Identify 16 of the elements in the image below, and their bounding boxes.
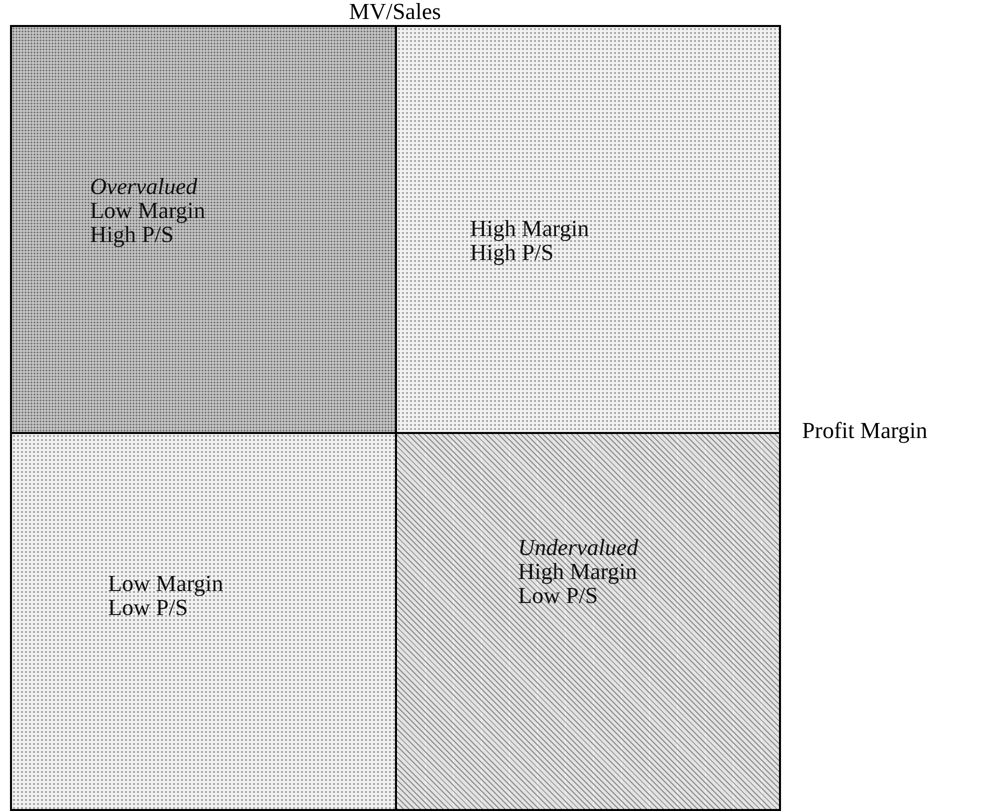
quadrant-text: High P/S [470, 241, 554, 265]
quadrant-panel [395, 432, 781, 811]
quadrant-text: Low Margin [108, 572, 224, 596]
quadrant-text: High Margin [470, 217, 590, 241]
verdict-label: Overvalued [90, 175, 198, 199]
quadrant-text: High P/S [90, 223, 174, 247]
quadrant-text: Low P/S [518, 584, 598, 608]
axis-title: Profit Margin [802, 418, 928, 444]
quadrant-panel [10, 432, 397, 811]
verdict-label: Undervalued [518, 536, 638, 560]
quadrant-panel [395, 25, 781, 434]
axis-title: MV/Sales [349, 0, 441, 23]
quadrant-text: High Margin [518, 560, 638, 584]
quadrant-text: Low Margin [90, 199, 206, 223]
quadrant-panel [10, 25, 397, 434]
quadrant-text: Low P/S [108, 596, 188, 620]
